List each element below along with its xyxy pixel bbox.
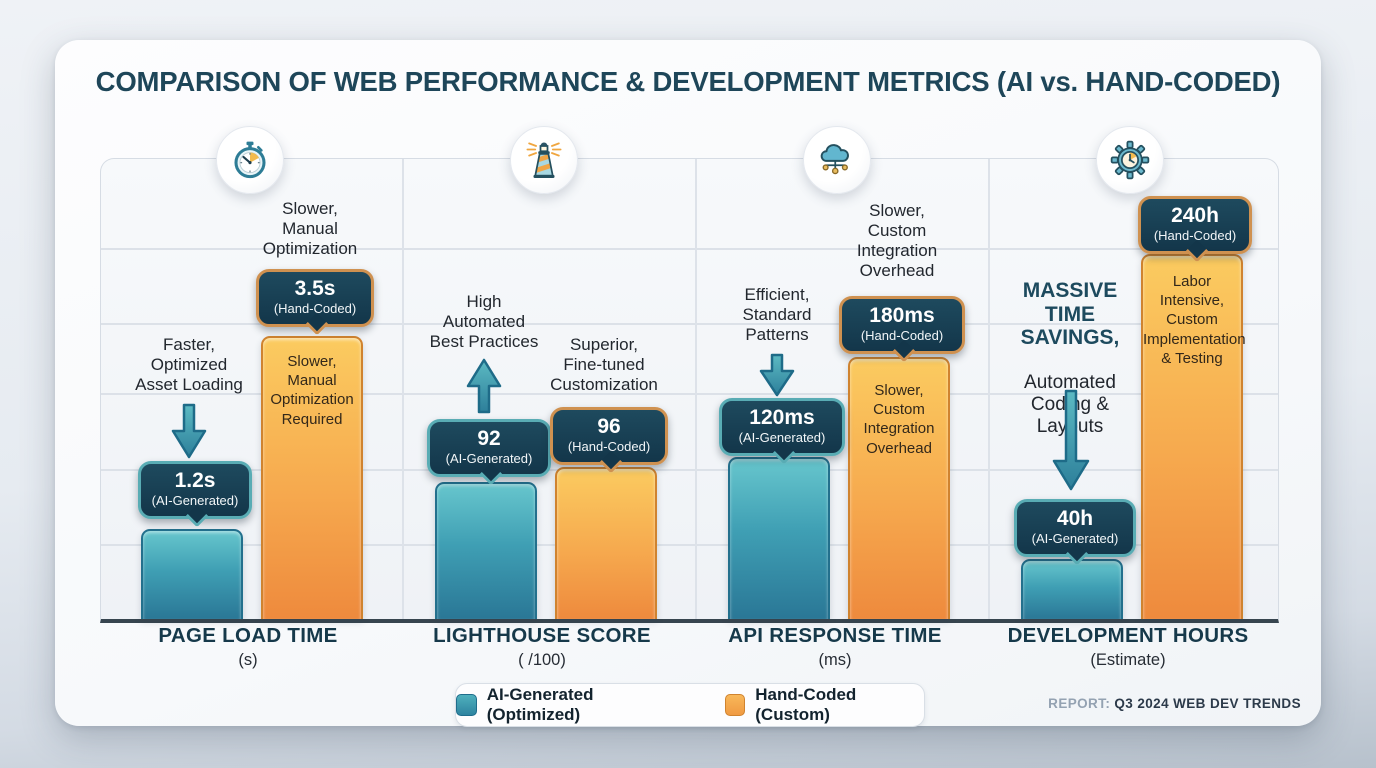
value-badge-page-load-hand: 3.5s (Hand-Coded) — [256, 269, 374, 335]
bar-devhours-ai — [1021, 559, 1123, 619]
bar-page-load-hand: Slower, Manual Optimization Required — [261, 336, 363, 619]
bar-api-ai — [728, 457, 830, 619]
annotation-devhours-ai: MASSIVE TIME SAVINGS, Automated Coding &… — [985, 259, 1155, 459]
legend-item-ai: AI-Generated (Optimized) — [456, 685, 679, 725]
annotation-page-load-hand: Slower, Manual Optimization — [262, 199, 358, 259]
bar-devhours-hand: Labor Intensive, Custom Implementation &… — [1141, 254, 1246, 619]
legend-item-hand: Hand-Coded (Custom) — [724, 685, 924, 725]
arrow-up-icon — [466, 358, 502, 414]
arrow-down-long-icon — [1052, 389, 1090, 491]
annotation-lighthouse-ai: High Automated Best Practices — [429, 292, 539, 352]
bar-annotation: Labor Intensive, Custom Implementation &… — [1143, 273, 1246, 367]
annotation-lighthouse-hand: Superior, Fine-tuned Customization — [550, 335, 658, 395]
column-divider — [402, 159, 404, 619]
value-badge-lighthouse-hand: 96 (Hand-Coded) — [550, 407, 668, 473]
value-badge-devhours-ai: 40h (AI-Generated) — [1014, 499, 1136, 565]
value-badge-api-ai: 120ms (AI-Generated) — [719, 398, 845, 464]
value-badge-lighthouse-ai: 92 (AI-Generated) — [427, 419, 551, 485]
annotation-page-load-ai: Faster, Optimized Asset Loading — [135, 335, 243, 395]
bar-api-hand: Slower, Custom Integration Overhead — [848, 357, 950, 619]
axis-label-page-load: PAGE LOAD TIME (s) — [158, 624, 338, 669]
value-badge-api-hand: 180ms (Hand-Coded) — [839, 296, 965, 362]
report-footnote: REPORT: Q3 2024 WEB DEV TRENDS — [1048, 696, 1301, 711]
gear-clock-icon — [1096, 126, 1164, 194]
arrow-down-icon — [759, 353, 795, 397]
bar-lighthouse-ai — [435, 482, 537, 619]
axis-label-devhours: DEVELOPMENT HOURS (Estimate) — [1007, 624, 1249, 669]
bar-lighthouse-hand — [555, 467, 657, 619]
column-divider — [695, 159, 697, 619]
hand-swatch-icon — [724, 694, 746, 716]
column-divider — [988, 159, 990, 619]
annotation-api-hand: Slower, Custom Integration Overhead — [856, 201, 938, 281]
page-title: COMPARISON OF WEB PERFORMANCE & DEVELOPM… — [95, 66, 1281, 97]
value-badge-devhours-hand: 240h (Hand-Coded) — [1138, 196, 1252, 262]
gridline — [101, 393, 1278, 395]
cloud-network-icon — [803, 126, 871, 194]
chart-legend: AI-Generated (Optimized) Hand-Coded (Cus… — [455, 683, 925, 727]
bar-annotation: Slower, Custom Integration Overhead — [863, 382, 935, 457]
gridline — [101, 544, 1278, 546]
gridline — [101, 469, 1278, 471]
bar-annotation: Slower, Manual Optimization Required — [270, 353, 354, 428]
infographic-card: COMPARISON OF WEB PERFORMANCE & DEVELOPM… — [55, 40, 1321, 727]
value-badge-page-load-ai: 1.2s (AI-Generated) — [138, 461, 252, 527]
lighthouse-icon — [510, 126, 578, 194]
arrow-down-icon — [171, 403, 207, 459]
axis-label-lighthouse: LIGHTHOUSE SCORE ( /100) — [433, 624, 651, 669]
chart-plot-area: Slower, Manual Optimization Required Fas… — [100, 126, 1279, 623]
annotation-api-ai: Efficient, Standard Patterns — [742, 285, 812, 345]
bar-page-load-ai — [141, 529, 243, 619]
axis-label-api: API RESPONSE TIME (ms) — [728, 624, 942, 669]
ai-swatch-icon — [456, 694, 477, 716]
annotation-emphasis: MASSIVE TIME SAVINGS, — [1020, 279, 1120, 350]
stopwatch-icon — [216, 126, 284, 194]
gridline — [101, 248, 1278, 250]
gridline — [101, 323, 1278, 325]
